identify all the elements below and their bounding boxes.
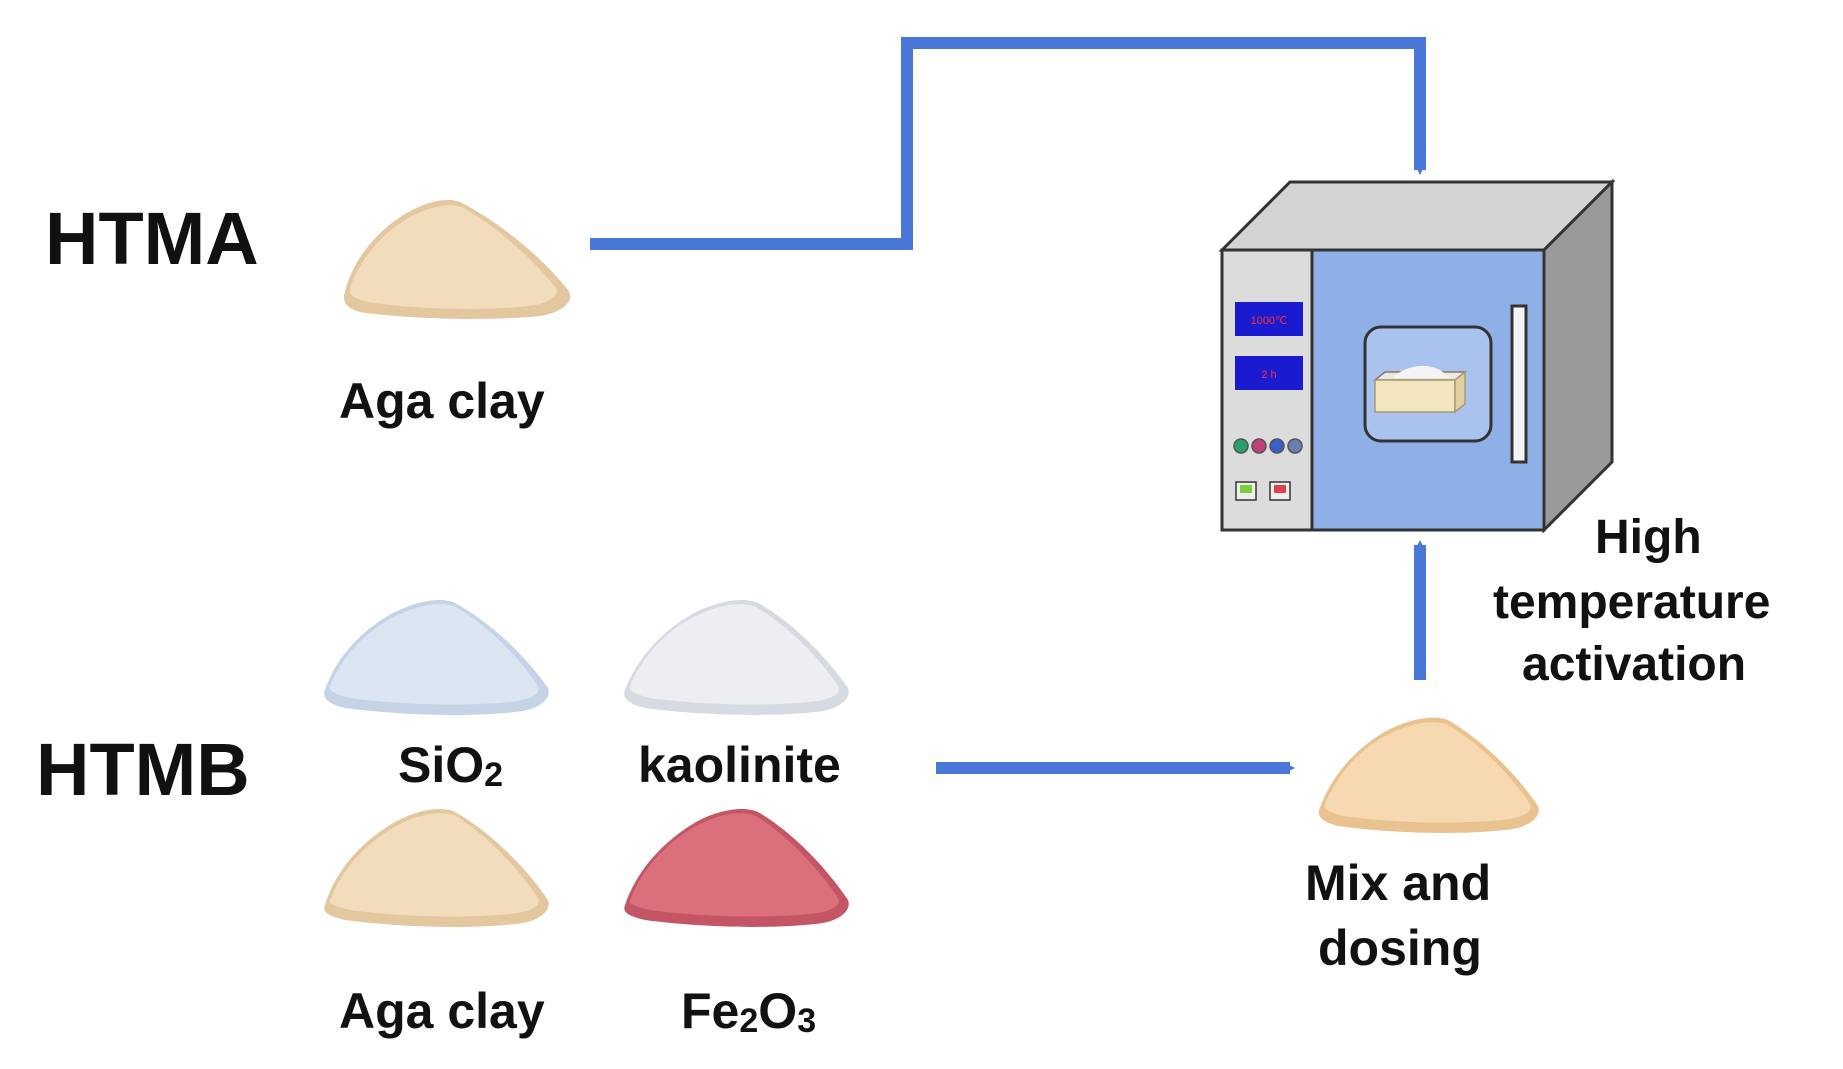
sio2-pile bbox=[324, 599, 549, 715]
fe2o3-label: Fe2O3 bbox=[681, 983, 816, 1040]
htmb-aga-clay-pile bbox=[324, 808, 549, 927]
htma-aga-clay-label: Aga clay bbox=[339, 373, 545, 429]
activation-label-line2: temperature bbox=[1493, 576, 1770, 629]
activation-label-line3: activation bbox=[1522, 638, 1746, 691]
htma-to-oven-arrow bbox=[590, 37, 1426, 250]
oven-switches bbox=[1235, 481, 1291, 501]
oven-display-bottom: 2 h bbox=[1235, 356, 1303, 390]
htmb-aga-clay-label: Aga clay bbox=[339, 983, 545, 1039]
htma-aga-clay-pile bbox=[343, 200, 571, 319]
svg-text:1000℃: 1000℃ bbox=[1251, 315, 1288, 327]
htma-label: HTMA bbox=[45, 197, 259, 280]
kaolinite-label: kaolinite bbox=[638, 737, 841, 793]
sio2-label: SiO2 bbox=[398, 737, 503, 794]
activation-label-line1: High bbox=[1595, 511, 1702, 564]
oven-display-top: 1000℃ bbox=[1235, 302, 1303, 336]
htmb-label: HTMB bbox=[36, 728, 250, 811]
oven-icon: 1000℃ 2 h bbox=[1218, 178, 1616, 534]
mix-label-line2: dosing bbox=[1318, 920, 1482, 976]
oven-door-handle bbox=[1510, 304, 1528, 464]
oven-control-buttons bbox=[1233, 438, 1303, 454]
svg-text:2 h: 2 h bbox=[1261, 369, 1276, 381]
fe2o3-pile bbox=[624, 808, 849, 927]
kaolinite-pile bbox=[624, 599, 849, 715]
mix-pile bbox=[1318, 717, 1539, 833]
mix-label-line1: Mix and bbox=[1305, 855, 1491, 911]
oven-window bbox=[1363, 325, 1493, 443]
